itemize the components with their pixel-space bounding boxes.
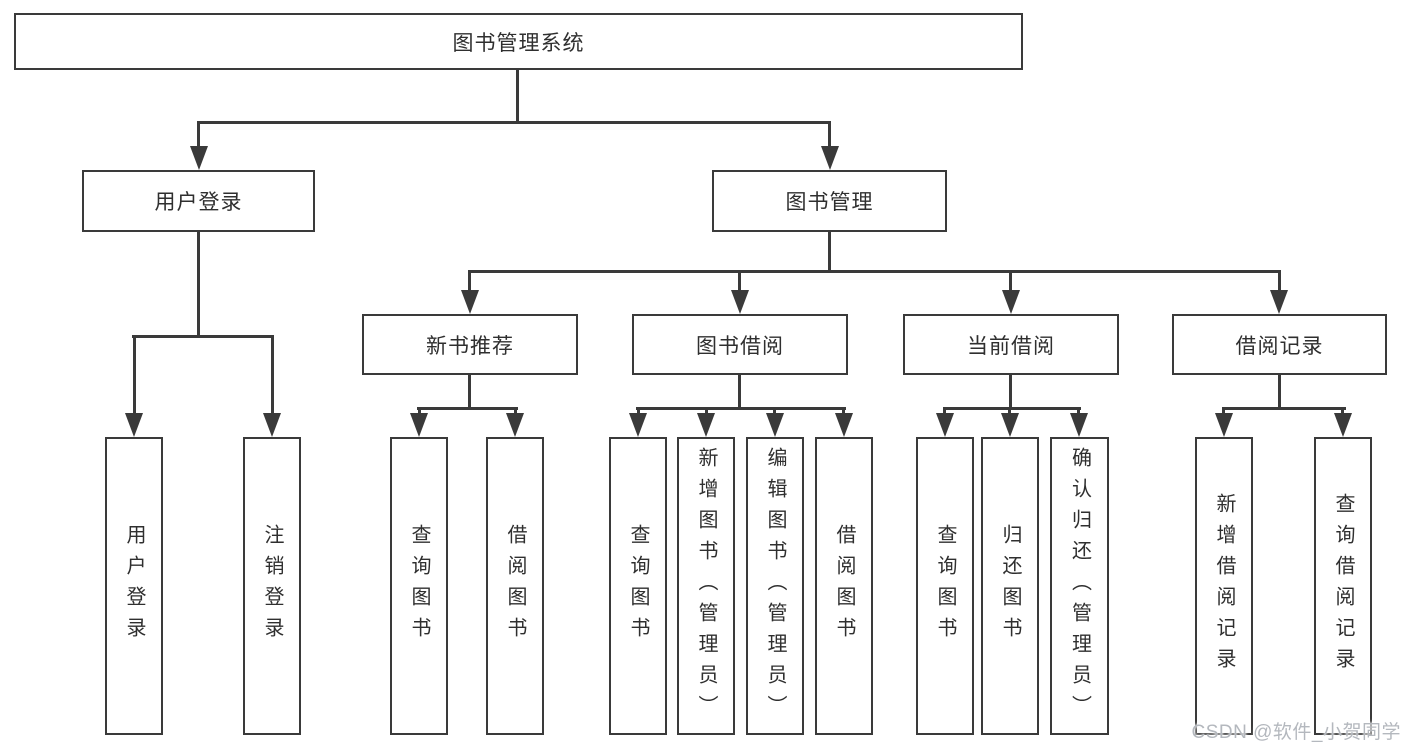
connector-line bbox=[468, 270, 1281, 273]
connector-line bbox=[943, 407, 946, 417]
node-label: 图书管理 bbox=[785, 191, 874, 214]
node-label: 确认归还（管理员） bbox=[1068, 446, 1091, 726]
leaf-logout: 注销登录 bbox=[243, 437, 301, 735]
arrow-down-icon bbox=[410, 413, 428, 437]
node-current-borrowing: 当前借阅 bbox=[903, 314, 1119, 375]
node-label: 新增借阅记录 bbox=[1213, 493, 1235, 679]
node-label: 查询图书 bbox=[934, 524, 956, 648]
node-label: 注销登录 bbox=[261, 524, 283, 648]
node-label: 当前借阅 bbox=[967, 334, 1055, 358]
connector-line bbox=[1278, 374, 1281, 410]
node-label: 查询图书 bbox=[408, 524, 430, 648]
arrow-down-icon bbox=[629, 413, 647, 437]
arrow-down-icon bbox=[936, 413, 954, 437]
connector-line bbox=[1077, 407, 1080, 417]
connector-line bbox=[773, 407, 776, 417]
node-label: 新书推荐 bbox=[426, 334, 514, 358]
connector-line bbox=[468, 374, 471, 410]
connector-line bbox=[1008, 407, 1011, 417]
connector-line bbox=[516, 70, 519, 124]
arrow-down-icon bbox=[1001, 413, 1019, 437]
arrow-down-icon bbox=[506, 413, 524, 437]
connector-line bbox=[738, 270, 741, 294]
leaf-edit-books-admin: 编辑图书（管理员） bbox=[746, 437, 804, 735]
arrow-down-icon bbox=[821, 146, 839, 170]
connector-line bbox=[636, 407, 846, 410]
connector-line bbox=[637, 407, 640, 417]
connector-line bbox=[943, 407, 1081, 410]
node-book-management: 图书管理 bbox=[712, 170, 947, 232]
arrow-down-icon bbox=[1334, 413, 1352, 437]
connector-line bbox=[417, 407, 518, 410]
connector-line bbox=[705, 407, 708, 417]
node-label: 用户登录 bbox=[123, 524, 145, 648]
node-label: 归还图书 bbox=[999, 524, 1021, 648]
node-label: 图书借阅 bbox=[696, 334, 784, 358]
leaf-query-books-borrow: 查询图书 bbox=[609, 437, 667, 735]
connector-line bbox=[828, 232, 831, 273]
node-label: 编辑图书（管理员） bbox=[764, 446, 786, 726]
node-label: 借阅图书 bbox=[504, 524, 526, 648]
arrow-down-icon bbox=[1070, 413, 1088, 437]
leaf-query-borrow-record: 查询借阅记录 bbox=[1314, 437, 1372, 735]
node-user-login: 用户登录 bbox=[82, 170, 315, 232]
connector-line bbox=[197, 121, 831, 124]
connector-line bbox=[842, 407, 845, 417]
connector-line bbox=[133, 335, 136, 417]
connector-line bbox=[1222, 407, 1346, 410]
leaf-borrow-books-recommend: 借阅图书 bbox=[486, 437, 544, 735]
arrow-down-icon bbox=[835, 413, 853, 437]
arrow-down-icon bbox=[461, 290, 479, 314]
leaf-return-books: 归还图书 bbox=[981, 437, 1039, 735]
arrow-down-icon bbox=[1215, 413, 1233, 437]
arrow-down-icon bbox=[1002, 290, 1020, 314]
connector-line bbox=[828, 121, 831, 150]
connector-line bbox=[132, 335, 274, 338]
node-book-borrowing: 图书借阅 bbox=[632, 314, 848, 375]
connector-line bbox=[271, 335, 274, 417]
node-label: 查询图书 bbox=[627, 524, 649, 648]
arrow-down-icon bbox=[1270, 290, 1288, 314]
connector-line bbox=[1278, 270, 1281, 294]
connector-line bbox=[197, 232, 200, 338]
leaf-add-books-admin: 新增图书（管理员） bbox=[677, 437, 735, 735]
connector-line bbox=[514, 407, 517, 417]
connector-line bbox=[468, 270, 471, 294]
node-borrowing-records: 借阅记录 bbox=[1172, 314, 1387, 375]
arrow-down-icon bbox=[125, 413, 143, 437]
arrow-down-icon bbox=[190, 146, 208, 170]
csdn-watermark: CSDN @软件_小贺同学 bbox=[1191, 722, 1401, 743]
arrow-down-icon bbox=[263, 413, 281, 437]
node-library-management-system: 图书管理系统 bbox=[14, 13, 1023, 70]
leaf-add-borrow-record: 新增借阅记录 bbox=[1195, 437, 1253, 735]
connector-line bbox=[197, 121, 200, 150]
leaf-query-books-current: 查询图书 bbox=[916, 437, 974, 735]
node-label: 借阅图书 bbox=[833, 524, 855, 648]
connector-line bbox=[738, 374, 741, 410]
connector-line bbox=[1009, 374, 1012, 410]
node-label: 图书管理系统 bbox=[452, 31, 585, 55]
node-label: 新增图书（管理员） bbox=[695, 446, 717, 726]
node-new-book-recommendation: 新书推荐 bbox=[362, 314, 578, 375]
node-label: 用户登录 bbox=[154, 191, 243, 214]
connector-line bbox=[418, 407, 421, 417]
leaf-confirm-return-admin: 确认归还（管理员） bbox=[1050, 437, 1109, 735]
arrow-down-icon bbox=[766, 413, 784, 437]
leaf-query-books-recommend: 查询图书 bbox=[390, 437, 448, 735]
leaf-borrow-books: 借阅图书 bbox=[815, 437, 873, 735]
connector-line bbox=[1009, 270, 1012, 294]
arrow-down-icon bbox=[697, 413, 715, 437]
node-label: 查询借阅记录 bbox=[1332, 493, 1354, 679]
connector-line bbox=[1222, 407, 1225, 417]
leaf-user-login: 用户登录 bbox=[105, 437, 163, 735]
node-label: 借阅记录 bbox=[1235, 334, 1324, 358]
connector-line bbox=[1341, 407, 1344, 417]
arrow-down-icon bbox=[731, 290, 749, 314]
